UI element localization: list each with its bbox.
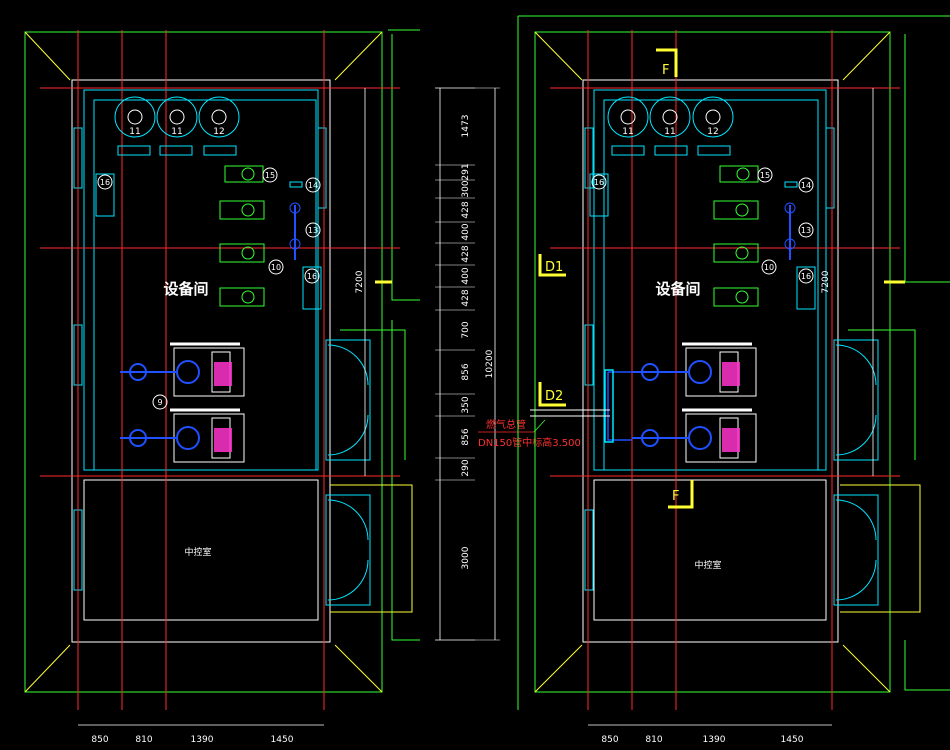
right-equipment-room — [593, 89, 827, 471]
pump-number: 15 — [760, 171, 770, 180]
left-doors — [325, 339, 371, 606]
bottom-dim: 810 — [135, 735, 152, 745]
segment-dim: 300 — [461, 180, 471, 197]
room-dimension: 7200 — [821, 270, 831, 293]
marker-number: 9 — [157, 398, 162, 407]
tank-number: 12 — [707, 127, 718, 137]
segment-dim: 856 — [461, 428, 471, 445]
left-generator-2 — [120, 408, 245, 463]
section-label: D2 — [545, 389, 563, 404]
left-plan: 11 11 12 15 14 — [24, 29, 420, 745]
segment-dim: 291 — [461, 163, 471, 180]
pump-number: 15 — [265, 171, 275, 180]
right-tank-1: 11 — [607, 96, 649, 138]
section-mark-d1: D1 — [538, 254, 566, 277]
bottom-dim: 1390 — [703, 735, 726, 745]
bottom-dim: 850 — [91, 735, 108, 745]
segment-dim: 1473 — [461, 115, 471, 138]
left-tank-2: 11 — [156, 96, 198, 138]
right-room-label: 设备间 — [655, 280, 700, 298]
left-tank-1: 11 — [114, 96, 156, 138]
room-dimension: 7200 — [355, 270, 365, 293]
segment-dim: 856 — [461, 363, 471, 380]
panel-number: 16 — [307, 272, 317, 281]
tank-number: 11 — [664, 127, 675, 137]
right-gas-piping — [530, 369, 632, 443]
tank-number: 11 — [129, 127, 140, 137]
marker-number: 10 — [271, 263, 281, 272]
left-pump-15: 15 — [224, 165, 278, 183]
tank-number: 12 — [213, 127, 224, 137]
overall-dimension: 10200 — [485, 349, 495, 378]
left-outer-boundary — [24, 31, 383, 693]
right-tank-3: 12 — [692, 96, 734, 138]
marker-number: 10 — [764, 263, 774, 272]
panel-number: 16 — [801, 272, 811, 281]
segment-dim: 350 — [461, 396, 471, 413]
right-outer-boundary — [534, 31, 891, 693]
bottom-dim: 810 — [645, 735, 662, 745]
right-plan: 11 11 12 15 14 13 10 — [517, 15, 950, 745]
segment-dim: 3000 — [461, 546, 471, 569]
segment-dim: 290 — [461, 459, 471, 476]
section-mark-d2: D2 — [538, 382, 566, 407]
left-building-wall — [71, 79, 331, 643]
segment-dim: 400 — [461, 223, 471, 240]
marker-number: 13 — [308, 226, 318, 235]
center-dimension-chain: 10200 1473 291 300 428 400 428 400 428 7… — [435, 87, 581, 641]
right-doors — [833, 339, 879, 606]
segment-dim: 428 — [461, 201, 471, 218]
marker-number: 14 — [801, 181, 811, 190]
gas-main-spec: DN150管中标高3.500 — [478, 436, 581, 449]
right-tank-2: 11 — [649, 96, 691, 138]
tank-number: 11 — [171, 127, 182, 137]
gas-main-label: 燃气总管 — [486, 418, 526, 431]
segment-dim: 400 — [461, 267, 471, 284]
tank-number: 11 — [622, 127, 633, 137]
section-label: F — [672, 489, 679, 504]
left-generator-1 — [120, 342, 245, 397]
bottom-dim: 1450 — [271, 735, 294, 745]
right-building-wall — [582, 79, 839, 643]
panel-number: 16 — [100, 178, 110, 187]
section-label: F — [662, 63, 669, 78]
bottom-dim: 1450 — [781, 735, 804, 745]
marker-number: 14 — [308, 181, 318, 190]
bottom-dim: 1390 — [191, 735, 214, 745]
section-mark-f-bottom: F — [668, 480, 694, 509]
segment-dim: 700 — [461, 321, 471, 338]
right-control-room-label: 中控室 — [694, 559, 721, 571]
segment-dim: 428 — [461, 289, 471, 306]
section-mark-f-top: F — [656, 48, 678, 78]
right-generator-2 — [632, 408, 757, 463]
bottom-dim: 850 — [601, 735, 618, 745]
left-control-room-label: 中控室 — [184, 546, 211, 558]
right-generator-1 — [632, 342, 757, 397]
left-tank-3: 12 — [198, 96, 240, 138]
segment-dim: 428 — [461, 245, 471, 262]
left-room-label: 设备间 — [163, 280, 208, 298]
marker-number: 13 — [801, 226, 811, 235]
right-control-room — [593, 479, 827, 621]
section-label: D1 — [545, 260, 563, 275]
panel-number: 16 — [594, 178, 604, 187]
left-control-room — [83, 479, 319, 621]
